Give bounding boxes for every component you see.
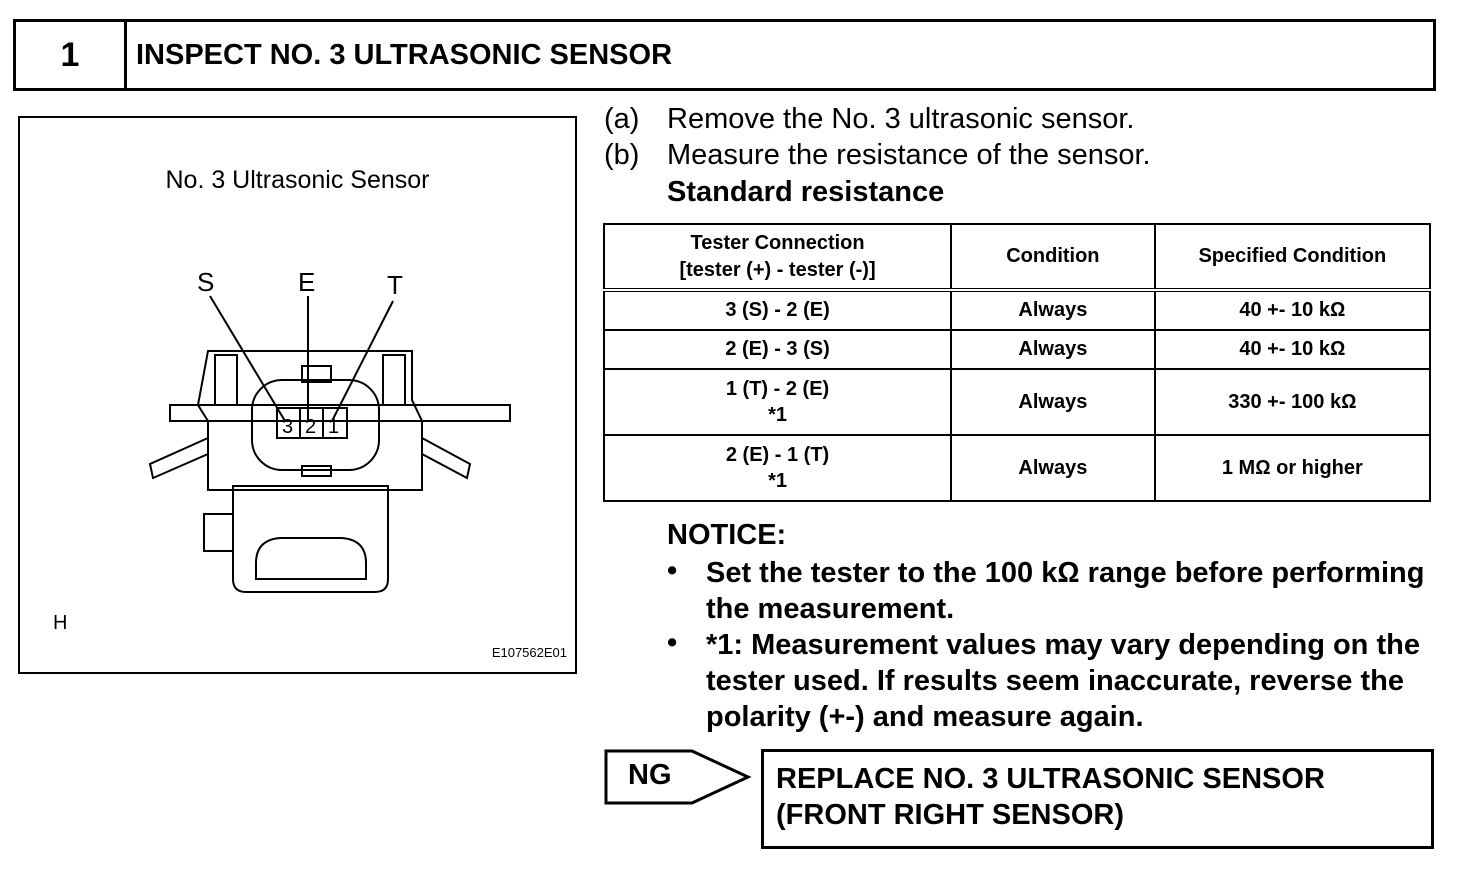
step-a-text: Remove the No. 3 ultrasonic sensor. [667,103,1135,135]
connector-lock [301,365,332,383]
sensor-body-upper [196,350,423,491]
cell-spec: 40 +- 10 kΩ [1153,329,1432,370]
cell-note: *1 [768,470,787,492]
standard-resistance-heading: Standard resistance [667,176,945,208]
step-b-label: (b) [604,139,640,171]
cell-condition: Always [950,329,1156,370]
header-condition: Condition [950,223,1156,291]
step-number: 1 [16,22,127,88]
side-tab [203,513,234,552]
bullet-dot: • [667,627,678,659]
notice-heading: NOTICE: [667,519,787,551]
table-row: 3 (S) - 2 (E) Always 40 +- 10 kΩ [602,288,1432,331]
leader-line-t [331,300,394,422]
figure-code: E107562E01 [491,645,567,660]
view-letter: H [53,612,68,634]
right-clip [382,354,406,406]
pin-cavity [276,407,348,439]
cell-spec: 40 +- 10 kΩ [1153,288,1432,331]
cell-spec: 1 MΩ or higher [1153,434,1432,502]
connector-shell [251,379,380,471]
sensor-figure: No. 3 Ultrasonic Sensor [18,116,577,674]
notice-bullet-text: *1: Measurement values may vary dependin… [706,629,1420,733]
header-specified-condition: Specified Condition [1153,223,1432,291]
connector-key [301,465,332,477]
sensor-connector-drawing: S E T 3 2 1 [148,267,511,593]
table-row: 1 (T) - 2 (E) *1 Always 330 +- 100 kΩ [602,368,1432,436]
cell-connection: 3 (S) - 2 (E) [602,288,953,331]
cell-connection: 2 (E) - 3 (S) [602,329,953,370]
notice-bullet-text: Set the tester to the 100 kΩ range befor… [706,557,1425,625]
step-b-text: Measure the resistance of the sensor. [667,139,1151,171]
cell-connection: 1 (T) - 2 (E) *1 [602,368,953,436]
ng-result-arrow: NG [604,749,754,812]
sensor-face [255,537,367,580]
cell-connection: 2 (E) - 1 (T) *1 [602,434,953,502]
left-wing [148,437,209,480]
table-row: 2 (E) - 3 (S) Always 40 +- 10 kΩ [602,329,1432,370]
cell-condition: Always [950,368,1156,436]
pin-number-3: 3 [282,416,293,438]
ng-action-text: REPLACE NO. 3 ULTRASONIC SENSOR (FRONT R… [776,763,1325,831]
bullet-dot: • [667,555,678,587]
resistance-table: Tester Connection [tester (+) - tester (… [602,223,1432,502]
table-header-row: Tester Connection [tester (+) - tester (… [602,223,1432,291]
pin-label-s: S [197,267,214,297]
right-wing [421,437,472,480]
cell-condition: Always [950,288,1156,331]
cell-note: *1 [768,404,787,426]
ng-arrow-icon [604,749,752,805]
table-row: 2 (E) - 1 (T) *1 Always 1 MΩ or higher [602,434,1432,502]
pin-label-e: E [298,267,315,297]
cell-spec: 330 +- 100 kΩ [1153,368,1432,436]
pin-label-t: T [387,270,403,300]
cell-condition: Always [950,434,1156,502]
header-tester-connection: Tester Connection [tester (+) - tester (… [602,223,953,291]
figure-title: No. 3 Ultrasonic Sensor [165,166,430,194]
ng-label: NG [628,759,672,791]
left-clip [214,354,238,406]
leader-line-s [209,295,286,422]
ng-action-box: REPLACE NO. 3 ULTRASONIC SENSOR (FRONT R… [761,749,1434,849]
step-a-label: (a) [604,103,640,135]
pin-number-2: 2 [305,416,316,438]
pin-number-1: 1 [328,416,339,438]
sensor-housing [232,485,389,593]
step-title: INSPECT NO. 3 ULTRASONIC SENSOR [136,39,673,71]
step-header: 1 INSPECT NO. 3 ULTRASONIC SENSOR [13,19,1436,91]
